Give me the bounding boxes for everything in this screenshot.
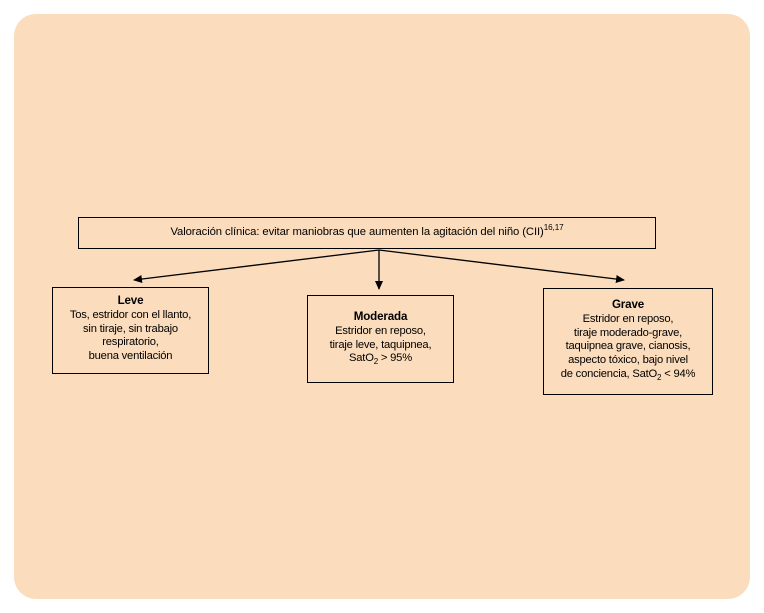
severity-saturation-severe: de conciencia, SatO2 < 94% <box>561 368 696 382</box>
severity-line: tiraje leve, taquipnea, <box>329 338 432 351</box>
assessment-box: Valoración clínica: evitar maniobras que… <box>78 217 656 249</box>
severity-details-mild: Tos, estridor con el llanto, sin tiraje,… <box>70 309 191 364</box>
severity-line: buena ventilación <box>88 350 173 363</box>
severity-saturation-moderate: SatO2 > 95% <box>330 352 432 366</box>
saturation-value: < 94% <box>661 367 696 380</box>
severity-details-moderate: Estridor en reposo, tiraje leve, taquipn… <box>330 325 432 366</box>
saturation-label: de conciencia, SatO <box>560 367 658 380</box>
severity-box-moderate: Moderada Estridor en reposo, tiraje leve… <box>307 295 454 383</box>
severity-line: tiraje moderado-grave, <box>573 326 683 339</box>
assessment-text: Valoración clínica: evitar maniobras que… <box>170 223 564 240</box>
severity-line: Estridor en reposo, <box>335 325 426 338</box>
severity-line: Tos, estridor con el llanto, <box>69 309 192 322</box>
assessment-reference: 16,17 <box>543 223 564 233</box>
saturation-subscript: 2 <box>657 373 662 382</box>
severity-line: sin tiraje, sin trabajo <box>83 322 178 335</box>
severity-title-moderate: Moderada <box>353 310 408 323</box>
saturation-value: > 95% <box>378 352 412 365</box>
severity-line: Estridor en reposo, <box>582 313 674 326</box>
severity-line: aspecto tóxico, bajo nivel <box>568 354 688 367</box>
severity-box-severe: Grave Estridor en reposo, tiraje moderad… <box>543 288 713 395</box>
saturation-subscript: 2 <box>373 357 378 367</box>
assessment-text-main: Valoración clínica: evitar maniobras que… <box>170 226 544 239</box>
severity-title-severe: Grave <box>611 298 645 311</box>
severity-details-severe: Estridor en reposo, tiraje moderado-grav… <box>561 313 696 381</box>
severity-box-mild: Leve Tos, estridor con el llanto, sin ti… <box>52 287 209 374</box>
saturation-label: SatO <box>349 352 374 365</box>
severity-line: respiratorio, <box>102 336 159 349</box>
severity-title-mild: Leve <box>117 294 144 307</box>
severity-line: taquipnea grave, cianosis, <box>565 340 691 353</box>
